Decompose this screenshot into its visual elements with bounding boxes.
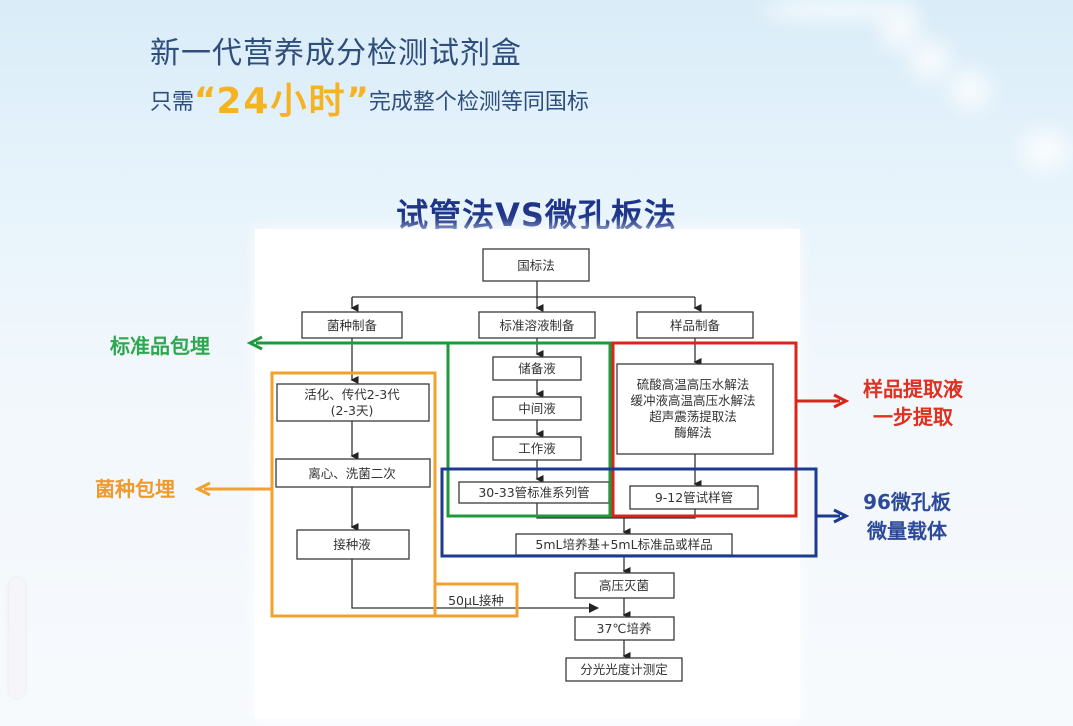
green-group-frame: [446, 341, 612, 518]
node-strain-prep-label: 菌种制备: [327, 318, 378, 333]
node-centrifuge-label: 离心、洗菌二次: [308, 466, 396, 481]
node-standard-prep: 标准溶液制备: [478, 311, 596, 339]
method-label: 缓冲液高温高压水解法: [630, 393, 755, 408]
inoculate-label: 50μL接种: [448, 593, 504, 608]
node-working: 工作液: [492, 436, 582, 461]
orange-arrowhead-icon: [194, 481, 211, 497]
headline: 新一代营养成分检测试剂盒: [150, 36, 522, 71]
node-root: 国标法: [482, 248, 590, 282]
red-callout-line1: 样品提取液: [863, 377, 964, 401]
subline: 只需“24小时”完成整个检测等同国标: [150, 72, 589, 124]
red-arrowhead-icon: [833, 393, 850, 409]
node-stock-label: 储备液: [518, 361, 556, 376]
subline-highlight: 24小时: [216, 81, 347, 122]
connector: [536, 503, 696, 519]
node-activation-line1: 活化、传代2-3代: [304, 387, 400, 402]
method-label: 超声震荡提取法: [649, 409, 737, 424]
green-arrowhead-icon: [246, 335, 263, 351]
node-sample-methods: 硫酸高温高压水解法 缓冲液高温高压水解法 超声震荡提取法 酶解法: [616, 363, 774, 455]
blue-callout-line1: 96微孔板: [863, 490, 952, 514]
subline-suffix: 完成整个检测等同国标: [368, 90, 589, 115]
node-sample-tubes: 9-12管试样管: [629, 485, 759, 510]
orange-group-frame: [270, 371, 437, 618]
diagram-title: 试管法VS微孔板法: [396, 196, 677, 234]
node-incubate-label: 37℃培养: [597, 621, 652, 636]
node-standard-tubes: 30-33管标准系列管: [458, 481, 610, 504]
node-sample-tubes-label: 9-12管试样管: [655, 490, 733, 505]
node-activation: 活化、传代2-3代 (2-3天): [276, 383, 430, 422]
orange-inoculate-frame: [433, 582, 519, 618]
node-sterilize: 高压灭菌: [574, 572, 675, 599]
open-quote: “: [194, 80, 217, 120]
blue-callout-line2: 微量载体: [866, 519, 948, 543]
node-sterilize-label: 高压灭菌: [599, 578, 649, 593]
node-inoculum-label: 接种液: [333, 537, 371, 552]
green-callout-label: 标准品包埋: [110, 334, 210, 358]
node-root-label: 国标法: [517, 258, 555, 273]
node-measure-label: 分光光度计测定: [580, 662, 668, 677]
blue-arrowhead-icon: [833, 508, 850, 524]
node-stock: 储备液: [492, 356, 582, 381]
node-intermediate-label: 中间液: [518, 401, 556, 416]
method-label: 硫酸高温高压水解法: [637, 377, 750, 392]
node-intermediate: 中间液: [492, 396, 582, 421]
red-group-frame: [611, 341, 798, 518]
node-sample-prep-label: 样品制备: [670, 318, 721, 333]
close-quote: ”: [346, 80, 369, 120]
node-working-label: 工作液: [518, 441, 556, 456]
scroll-handle[interactable]: [9, 578, 25, 698]
node-standard-tubes-label: 30-33管标准系列管: [478, 485, 589, 500]
method-label: 酶解法: [674, 425, 712, 440]
blue-group-frame: [440, 467, 818, 558]
red-callout-line2: 一步提取: [873, 405, 953, 429]
node-activation-line2: (2-3天): [331, 403, 374, 418]
node-measure: 分光光度计测定: [565, 657, 683, 682]
orange-callout-label: 菌种包埋: [95, 477, 175, 501]
node-standard-prep-label: 标准溶液制备: [499, 318, 575, 333]
node-centrifuge: 离心、洗菌二次: [275, 458, 431, 488]
node-sample-prep: 样品制备: [636, 311, 754, 339]
node-incubate: 37℃培养: [574, 616, 675, 641]
subline-prefix: 只需: [150, 90, 195, 115]
node-mix-label: 5mL培养基+5mL标准品或样品: [535, 537, 712, 552]
node-strain-prep: 菌种制备: [301, 311, 403, 339]
node-mix: 5mL培养基+5mL标准品或样品: [515, 533, 733, 556]
node-inoculum: 接种液: [296, 529, 410, 560]
